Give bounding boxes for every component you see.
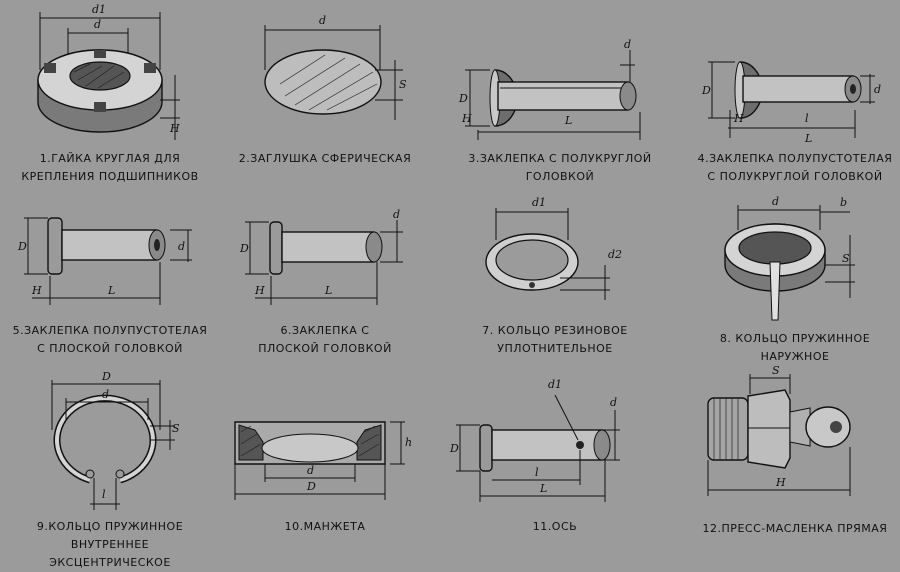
dim-d: d — [102, 388, 109, 401]
dim-d: d — [307, 464, 314, 477]
dim-s: S — [172, 422, 180, 435]
dim-D: D — [458, 92, 468, 105]
dim-d: d — [610, 396, 617, 409]
semi-tubular-rivet-round-head-drawing: D d H l L — [701, 61, 881, 145]
dim-D: D — [17, 240, 27, 253]
caption: 8. КОЛЬЦО ПРУЖИННОЕ НАРУЖНОЕ — [719, 332, 871, 363]
round-nut-drawing: d1 d H — [37, 3, 180, 140]
external-spring-ring-drawing: d b S — [724, 195, 855, 321]
item-2: d S 2.ЗАГЛУШКА СФЕРИЧЕСКАЯ — [225, 0, 425, 190]
caption: 10.МАНЖЕТА — [284, 520, 366, 533]
dim-L: L — [324, 284, 332, 297]
internal-eccentric-spring-ring-drawing: D d S l — [51, 370, 180, 510]
caption: 12.ПРЕСС-МАСЛЕНКА ПРЯМАЯ — [702, 522, 888, 535]
dim-s: S — [772, 364, 780, 377]
dim-d: d — [319, 14, 326, 27]
dim-D: D — [701, 84, 711, 97]
dim-h: H — [775, 476, 786, 489]
dim-H: H — [461, 112, 472, 125]
dim-l: l — [805, 112, 809, 125]
spherical-plug-drawing: d S — [264, 14, 407, 120]
dim-D: D — [239, 242, 249, 255]
dim-D: D — [449, 442, 459, 455]
dim-d: d — [772, 195, 779, 208]
item-3: D d H L 3.ЗАКЛЕПКА С ПОЛУКРУГЛОЙ ГОЛОВКО… — [440, 0, 680, 190]
dim-H: H — [31, 284, 42, 297]
dim-s: S — [399, 78, 407, 91]
dim-L: L — [804, 132, 812, 145]
dim-d: d — [94, 18, 101, 31]
dim-d1: d1 — [92, 3, 106, 16]
item-11: d1 d D l L 11.ОСЬ — [440, 370, 670, 560]
dim-d1: d1 — [532, 196, 546, 209]
dim-b: b — [840, 196, 847, 209]
flat-head-rivet-drawing: D d H L — [239, 208, 403, 305]
rubber-sealing-ring-drawing: d1 d2 — [485, 196, 622, 300]
dim-d: d — [178, 240, 185, 253]
cuff-drawing: d D h — [234, 421, 412, 500]
grease-nipple-drawing: S H — [707, 364, 851, 496]
dim-d1: d1 — [548, 378, 562, 391]
round-head-rivet-drawing: D d H L — [458, 38, 641, 140]
item-12: S H 12.ПРЕСС-МАСЛЕНКА ПРЯМАЯ — [690, 364, 900, 560]
dim-L: L — [564, 114, 572, 127]
dim-h: h — [405, 436, 412, 449]
dim-D: D — [306, 480, 316, 493]
dim-H: H — [733, 112, 744, 125]
caption: 2.ЗАГЛУШКА СФЕРИЧЕСКАЯ — [238, 152, 412, 165]
dim-d2: d2 — [608, 248, 622, 261]
item-10: d D h 10.МАНЖЕТА — [225, 370, 425, 560]
caption: 11.ОСЬ — [532, 520, 578, 533]
axle-drawing: d1 d D l L — [449, 378, 620, 502]
dim-s: S — [842, 252, 850, 265]
dim-l: l — [102, 488, 106, 501]
dim-L: L — [539, 482, 547, 495]
dim-d: d — [393, 208, 400, 221]
dim-D: D — [101, 370, 111, 383]
dim-h: H — [169, 122, 180, 135]
caption: 3.ЗАКЛЕПКА С ПОЛУКРУГЛОЙ ГОЛОВКОЙ — [468, 152, 652, 183]
dim-d: d — [624, 38, 631, 51]
dim-d: d — [874, 83, 881, 96]
item-8: d b S 8. КОЛЬЦО ПРУЖИННОЕ НАРУЖНОЕ — [690, 190, 900, 370]
semi-tubular-rivet-flat-head-drawing: D d H L — [17, 217, 192, 305]
dim-H: H — [254, 284, 265, 297]
dim-l: l — [535, 466, 539, 479]
dim-L: L — [107, 284, 115, 297]
